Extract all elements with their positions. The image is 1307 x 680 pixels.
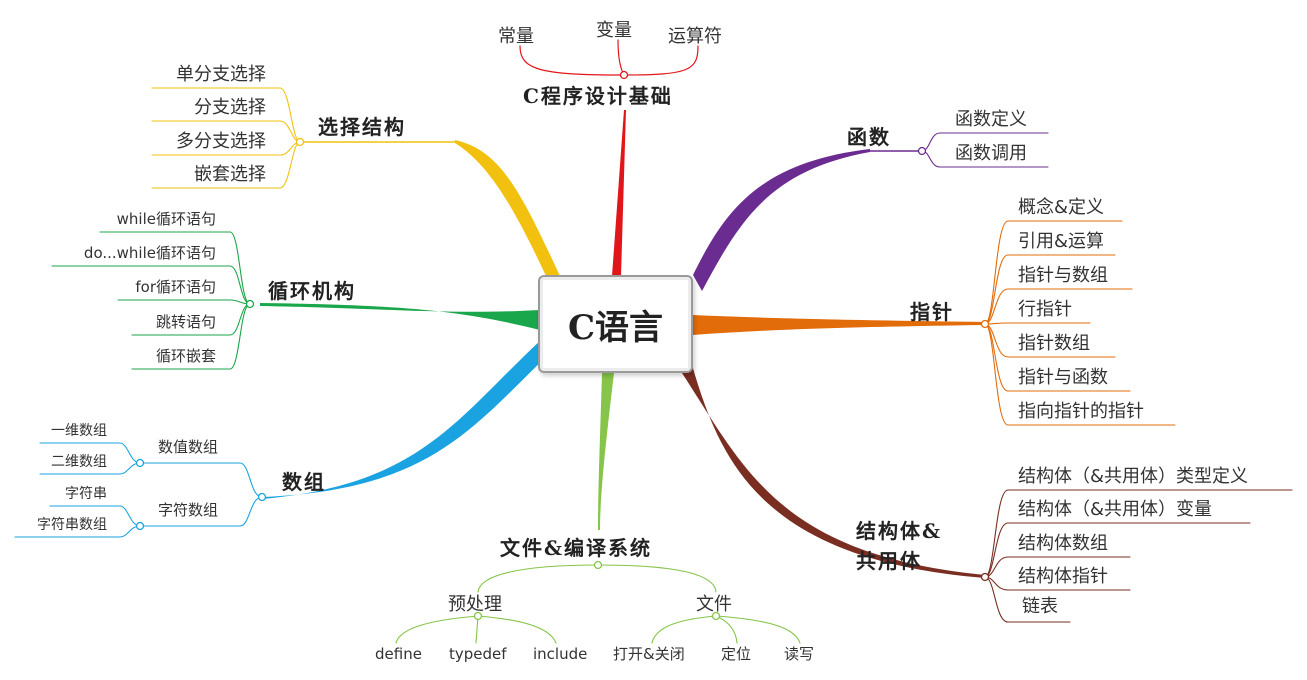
leaf-file-define[interactable]: define — [375, 645, 422, 663]
connector-loop-for — [117, 299, 251, 305]
topic-array[interactable]: 数组 — [282, 470, 326, 494]
topic-file[interactable]: 文件&编译系统 — [500, 536, 653, 560]
leaf-array-2d[interactable]: 二维数组 — [51, 454, 107, 470]
leaf-file-readwrite[interactable]: 读写 — [784, 645, 815, 663]
connector-array-numeric — [139, 462, 263, 498]
leaf-loop-while[interactable]: while循环语句 — [116, 210, 216, 228]
leaf-loop-jump[interactable]: 跳转语句 — [155, 313, 216, 331]
leaf-struct-pointer[interactable]: 结构体指针 — [1018, 566, 1108, 587]
connector-file-files — [597, 564, 717, 593]
leaf-basics-constant[interactable]: 常量 — [498, 26, 534, 47]
leaf-struct-array[interactable]: 结构体数组 — [1018, 533, 1108, 554]
branch-func — [693, 149, 870, 291]
topic-pointer[interactable]: 指针 — [910, 300, 954, 324]
connector-file-rw — [715, 615, 801, 644]
branch-struct — [682, 365, 985, 578]
connector-pointer-row — [984, 322, 1091, 325]
connector-pointer-concept — [984, 220, 1123, 325]
branch-pointer — [693, 315, 985, 335]
leaf-loop-dowhile[interactable]: do...while循环语句 — [83, 244, 216, 262]
leaf-loop-nested[interactable]: 循环嵌套 — [155, 347, 216, 365]
file-files-label[interactable]: 文件 — [696, 594, 732, 615]
leaf-array-1d[interactable]: 一维数组 — [51, 423, 107, 439]
leaf-pointer-array[interactable]: 指针与数组 — [1018, 265, 1108, 286]
leaf-file-open-close[interactable]: 打开&关闭 — [613, 645, 685, 663]
central-topic-label: C语言 — [567, 307, 664, 348]
leaf-file-typedef[interactable]: typedef — [449, 645, 507, 663]
connector-file-typedef — [475, 615, 479, 644]
node-loop-hub — [245, 299, 255, 309]
connector-file-open — [651, 615, 717, 644]
node-file-hub — [593, 560, 603, 570]
leaf-func-define[interactable]: 函数定义 — [955, 109, 1027, 130]
leaf-pointer-array-of[interactable]: 指针数组 — [1018, 333, 1090, 354]
connector-struct-typedef — [984, 489, 1293, 578]
node-pointer-hub — [980, 319, 990, 329]
leaf-pointer-to-pointer[interactable]: 指向指针的指针 — [1018, 401, 1144, 422]
topic-loop[interactable]: 循环机构 — [268, 279, 356, 303]
node-array-hub — [257, 492, 267, 502]
connector-basics-variable — [617, 39, 625, 76]
branch-select — [455, 140, 560, 276]
central-topic[interactable]: C语言 — [538, 275, 693, 373]
leaf-select-multi[interactable]: 多分支选择 — [176, 131, 266, 152]
connector-basics-operator — [623, 45, 699, 76]
topic-basics[interactable]: C程序设计基础 — [523, 84, 673, 108]
leaf-file-include[interactable]: include — [533, 645, 588, 663]
leaf-struct-typedef[interactable]: 结构体（&共用体）类型定义 — [1018, 466, 1249, 487]
leaf-loop-for[interactable]: for循环语句 — [135, 278, 216, 296]
node-func-hub — [917, 146, 927, 156]
node-struct-hub — [980, 572, 990, 582]
branch-basics — [612, 110, 626, 276]
topic-select[interactable]: 选择结构 — [318, 115, 406, 139]
leaf-pointer-row[interactable]: 行指针 — [1018, 299, 1072, 320]
branch-array — [262, 340, 553, 499]
connector-file-seek — [715, 615, 738, 644]
connector-file-include — [477, 615, 557, 644]
leaf-pointer-func[interactable]: 指针与函数 — [1018, 367, 1108, 388]
connector-file-pre — [477, 564, 599, 593]
leaf-select-nested[interactable]: 嵌套选择 — [194, 164, 266, 185]
leaf-file-seek[interactable]: 定位 — [721, 645, 752, 663]
array-numeric-label[interactable]: 数值数组 — [158, 438, 219, 456]
node-array-numeric — [135, 458, 145, 468]
leaf-array-string[interactable]: 字符串 — [65, 486, 107, 502]
connector-file-define — [395, 615, 479, 644]
node-basics-hub — [619, 70, 629, 80]
leaf-select-branch[interactable]: 分支选择 — [194, 97, 266, 118]
node-file-files — [711, 611, 721, 621]
node-select-hub — [295, 137, 305, 147]
leaf-struct-linkedlist[interactable]: 链表 — [1022, 596, 1058, 617]
leaf-func-call[interactable]: 函数调用 — [955, 143, 1027, 164]
connector-pointer-ref — [984, 254, 1116, 325]
node-file-pre — [473, 611, 483, 621]
leaf-select-single[interactable]: 单分支选择 — [176, 64, 266, 85]
topic-struct-line1[interactable]: 结构体& — [856, 519, 943, 543]
file-preprocess-label[interactable]: 预处理 — [448, 594, 502, 615]
connector-basics-constant — [519, 45, 625, 76]
leaf-struct-variable[interactable]: 结构体（&共用体）变量 — [1018, 499, 1213, 520]
connector-loop-while — [99, 231, 251, 305]
topic-struct-line2[interactable]: 共用体 — [856, 549, 922, 573]
leaf-array-string-array[interactable]: 字符串数组 — [37, 517, 107, 533]
node-array-char — [135, 521, 145, 531]
leaf-pointer-concept[interactable]: 概念&定义 — [1018, 197, 1105, 218]
connector-pointer-to-pointer — [984, 323, 1176, 426]
leaf-basics-operator[interactable]: 运算符 — [668, 26, 722, 47]
leaf-basics-variable[interactable]: 变量 — [596, 20, 632, 41]
branch-file — [598, 373, 614, 530]
leaf-pointer-ref[interactable]: 引用&运算 — [1018, 231, 1105, 252]
branch-loop — [260, 303, 540, 330]
array-char-label[interactable]: 字符数组 — [158, 501, 219, 519]
topic-func[interactable]: 函数 — [847, 125, 891, 149]
